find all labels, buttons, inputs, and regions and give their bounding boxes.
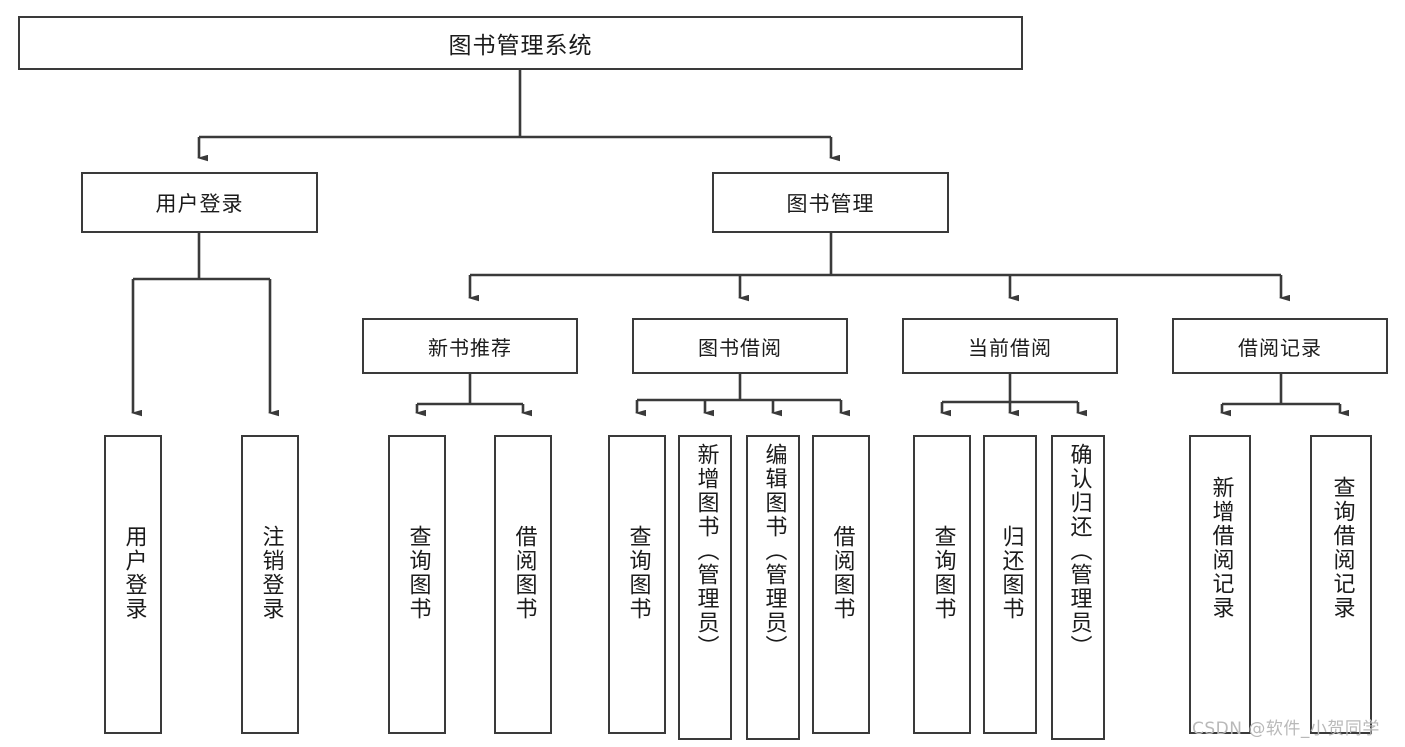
node-root-label: 图书管理系统 <box>448 33 593 59</box>
leaf-confirm-return-admin[interactable]: 确认归还（管理员） <box>1051 435 1105 740</box>
leaf-query-book-borrow-label: 查询图书 <box>625 525 651 621</box>
node-borrow-record-label: 借阅记录 <box>1238 335 1322 360</box>
leaf-borrow-book-recommend-label: 借阅图书 <box>511 525 537 621</box>
leaf-query-book-current[interactable]: 查询图书 <box>913 435 971 734</box>
leaf-user-login-label: 用户登录 <box>121 525 147 621</box>
leaf-query-book-borrow[interactable]: 查询图书 <box>608 435 666 734</box>
leaf-edit-book-admin[interactable]: 编辑图书（管理员） <box>746 435 800 740</box>
node-book-borrow[interactable]: 图书借阅 <box>632 318 848 374</box>
leaf-confirm-return-admin-label: 确认归还（管理员） <box>1066 443 1092 659</box>
leaf-user-login[interactable]: 用户登录 <box>104 435 162 734</box>
leaf-edit-book-admin-label: 编辑图书（管理员） <box>761 443 787 659</box>
leaf-query-borrow-record[interactable]: 查询借阅记录 <box>1310 435 1372 734</box>
leaf-add-borrow-record[interactable]: 新增借阅记录 <box>1189 435 1251 734</box>
leaf-query-book-recommend[interactable]: 查询图书 <box>388 435 446 734</box>
node-borrow-record[interactable]: 借阅记录 <box>1172 318 1388 374</box>
leaf-logout-label: 注销登录 <box>258 525 284 621</box>
leaf-borrow-book[interactable]: 借阅图书 <box>812 435 870 734</box>
node-new-book-recommend-label: 新书推荐 <box>428 335 512 360</box>
leaf-add-book-admin[interactable]: 新增图书（管理员） <box>678 435 732 740</box>
node-book-management-label: 图书管理 <box>786 191 875 216</box>
leaf-query-book-current-label: 查询图书 <box>930 525 956 621</box>
leaf-logout[interactable]: 注销登录 <box>241 435 299 734</box>
node-new-book-recommend[interactable]: 新书推荐 <box>362 318 578 374</box>
node-book-borrow-label: 图书借阅 <box>698 335 782 360</box>
node-current-borrow-label: 当前借阅 <box>968 335 1052 360</box>
leaf-borrow-book-recommend[interactable]: 借阅图书 <box>494 435 552 734</box>
node-book-management[interactable]: 图书管理 <box>712 172 949 233</box>
node-root[interactable]: 图书管理系统 <box>18 16 1023 70</box>
node-current-borrow[interactable]: 当前借阅 <box>902 318 1118 374</box>
node-user-login-label: 用户登录 <box>155 191 244 216</box>
leaf-query-book-recommend-label: 查询图书 <box>405 525 431 621</box>
leaf-query-borrow-record-label: 查询借阅记录 <box>1329 476 1355 620</box>
leaf-return-book-label: 归还图书 <box>998 525 1024 621</box>
leaf-add-book-admin-label: 新增图书（管理员） <box>693 443 719 659</box>
leaf-borrow-book-label: 借阅图书 <box>829 525 855 621</box>
node-user-login[interactable]: 用户登录 <box>81 172 318 233</box>
leaf-return-book[interactable]: 归还图书 <box>983 435 1037 734</box>
leaf-add-borrow-record-label: 新增借阅记录 <box>1208 476 1234 620</box>
